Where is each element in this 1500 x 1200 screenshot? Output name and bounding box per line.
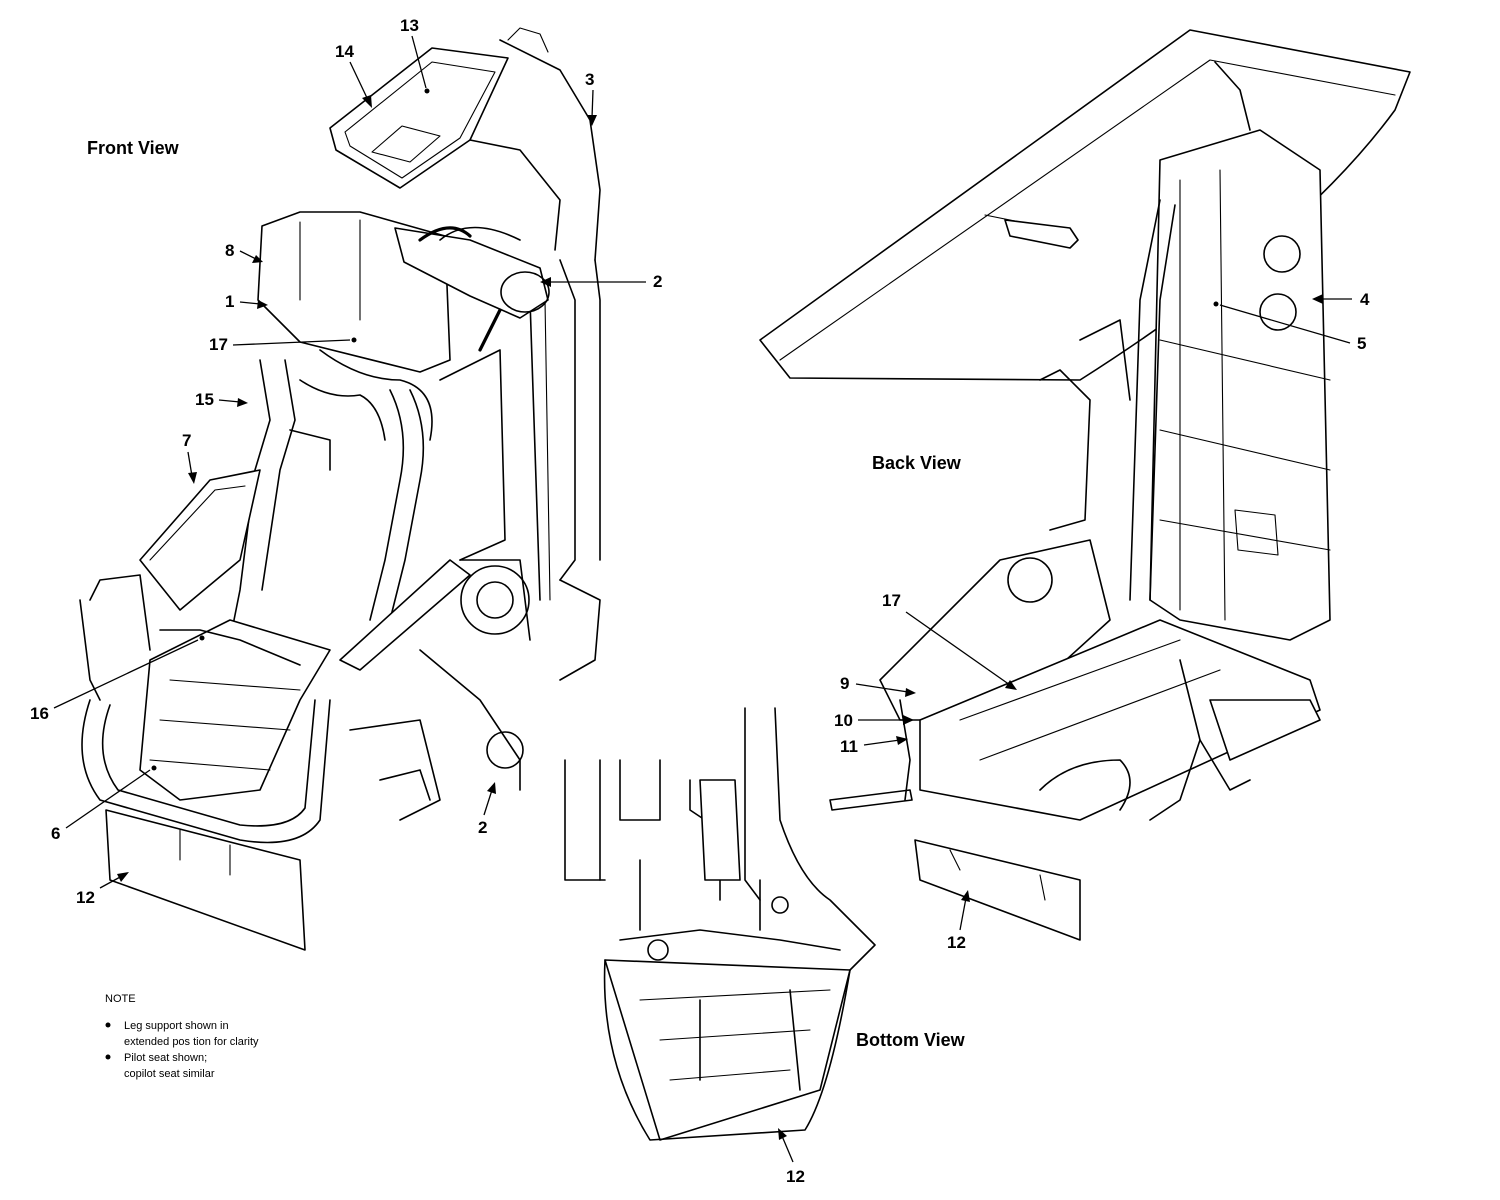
callout-number: 2 [653,272,662,291]
back-view-drawing [759,29,1411,941]
bottom-view-label: Bottom View [856,1030,966,1050]
callout-5: 5 [1213,301,1366,353]
callout-4: 4 [1312,290,1370,309]
callout-13: 13 [400,16,430,94]
callout-number: 13 [400,16,419,35]
callout-number: 14 [335,42,354,61]
callout-10: 10 [834,711,914,730]
back-view-label: Back View [872,453,962,473]
front-view-label: Front View [87,138,180,158]
callout-6: 6 [51,765,157,843]
callout-9: 9 [840,674,916,697]
callout-number: 7 [182,431,191,450]
callout-number: 15 [195,390,214,409]
callout-16: 16 [30,635,205,723]
note-item-2-line-2: copilot seat similar [124,1068,215,1080]
note-block: NOTE Leg support shown in extended pos t… [105,993,259,1080]
note-item-1-line-2: extended pos tion for clarity [124,1036,259,1048]
callout-number: 11 [840,737,858,756]
callout-8: 8 [225,241,263,263]
callout-7: 7 [182,431,197,484]
callout-2-upper: 2 [540,272,662,291]
callout-number: 1 [225,292,234,311]
callout-number: 8 [225,241,234,260]
callout-3: 3 [585,70,597,126]
bottom-view-drawing [564,707,876,1141]
callout-number: 9 [840,674,849,693]
bullet [105,1054,111,1060]
callout-12-back: 12 [947,890,970,952]
front-view-drawing [79,27,601,951]
callout-14: 14 [335,42,372,108]
callout-number: 17 [882,591,901,610]
callout-1: 1 [225,292,268,311]
callout-number: 5 [1357,334,1366,353]
callout-number: 3 [585,70,594,89]
callout-number: 2 [478,818,487,837]
callout-number: 10 [834,711,853,730]
callout-number: 6 [51,824,60,843]
note-item-2-line-1: Pilot seat shown; [124,1052,207,1064]
bullet [105,1022,111,1028]
callout-12-bottom: 12 [778,1128,805,1186]
callout-2-lower: 2 [478,782,496,837]
callout-number: 17 [209,335,228,354]
callout-15: 15 [195,390,248,409]
note-item-1-line-1: Leg support shown in [124,1020,229,1032]
callout-number: 4 [1360,290,1370,309]
callout-11: 11 [840,736,908,756]
callout-number: 12 [947,933,966,952]
callout-number: 16 [30,704,49,723]
callout-17-front: 17 [209,335,357,354]
callout-number: 12 [76,888,95,907]
note-heading: NOTE [105,993,136,1005]
callout-12-front: 12 [76,872,129,907]
callout-17-back: 17 [882,591,1017,690]
callout-number: 12 [786,1167,805,1186]
